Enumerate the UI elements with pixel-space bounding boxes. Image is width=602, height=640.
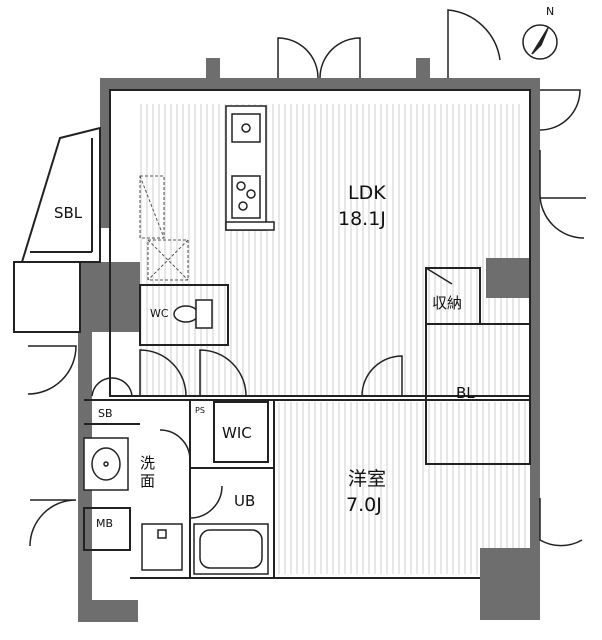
- sb-label: SB: [98, 407, 113, 420]
- compass-label: N: [546, 5, 555, 18]
- door-swings: [27, 9, 586, 547]
- ldk-floor: [140, 104, 522, 396]
- kitchen-counter: [225, 105, 275, 231]
- ldk-label: LDK: [348, 182, 386, 204]
- exterior-walls: [78, 58, 540, 622]
- wash-basin: [83, 437, 129, 491]
- appliance-spaces: [139, 175, 189, 281]
- sbl-area: [13, 126, 101, 333]
- washer-space: [141, 523, 183, 571]
- bathtub: [193, 523, 269, 575]
- ub-label: UB: [234, 492, 256, 510]
- storage-label: 収納: [432, 294, 463, 312]
- washroom-label: 洗 面: [140, 454, 156, 490]
- wc-label: WC: [150, 307, 169, 320]
- bedroom-size: 7.0J: [346, 494, 382, 516]
- compass-icon: [522, 24, 558, 60]
- wic-label: WIC: [222, 424, 252, 442]
- bedroom-label: 洋室: [348, 468, 387, 490]
- storage-door-line: [425, 267, 453, 285]
- ps-label: PS: [195, 406, 205, 415]
- ldk-size: 18.1J: [338, 208, 386, 230]
- interior-walls: [83, 89, 531, 579]
- bedroom-floor: [274, 402, 530, 574]
- toilet: [173, 299, 213, 329]
- sbl-label: SBL: [54, 204, 83, 222]
- bl-label: BL: [456, 384, 475, 402]
- mb-label: MB: [96, 517, 114, 530]
